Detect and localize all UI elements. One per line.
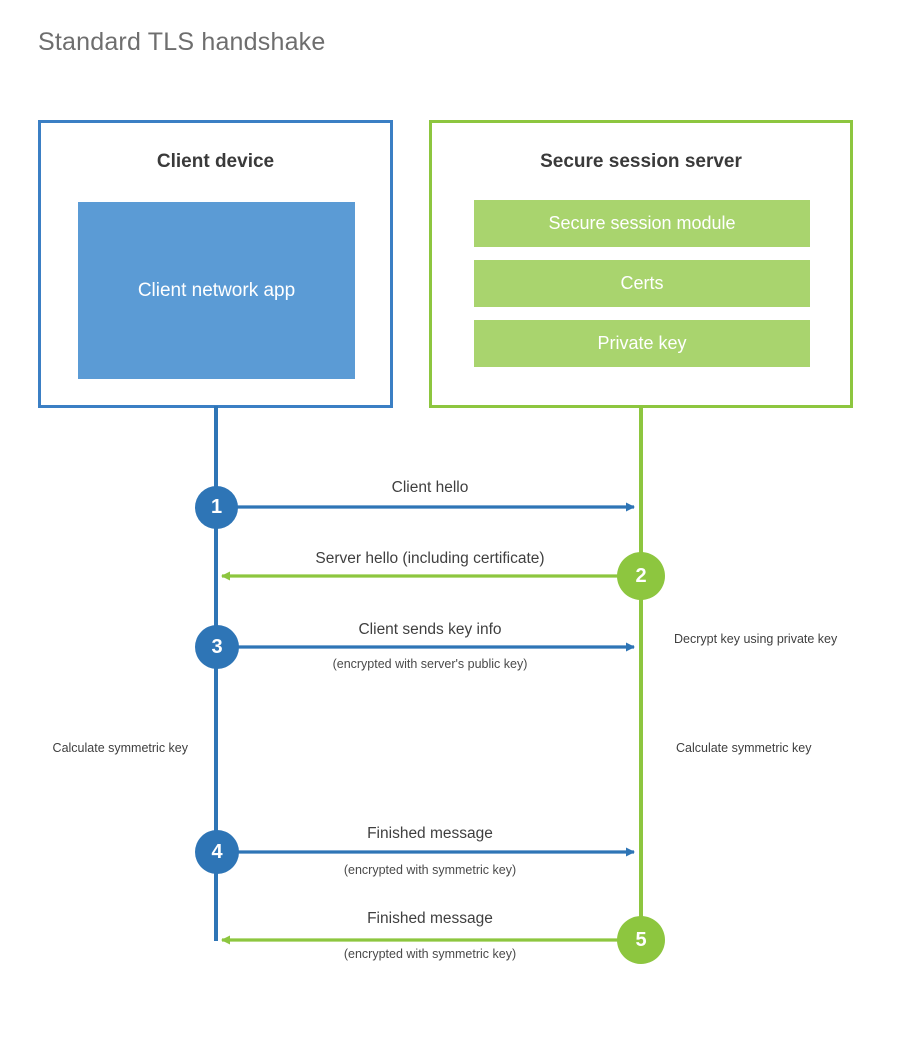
client-network-app-block: Client network app	[78, 202, 355, 379]
step-marker-3[interactable]: 3	[195, 625, 239, 669]
message-sublabel-step-3: (encrypted with server's public key)	[332, 657, 528, 671]
step-marker-2[interactable]: 2	[617, 552, 665, 600]
server-components-list: Secure session module Certs Private key	[474, 200, 810, 367]
client-device-title: Client device	[156, 151, 275, 172]
step-marker-4[interactable]: 4	[195, 830, 239, 874]
page-title: Standard TLS handshake	[38, 28, 326, 56]
step-marker-1[interactable]: 1	[195, 486, 238, 529]
server-component-private-key: Private key	[474, 320, 810, 367]
message-label-step-4: Finished message	[367, 825, 493, 842]
server-component-certs: Certs	[474, 260, 810, 307]
client-lifeline	[214, 406, 218, 941]
message-label-step-2: Server hello (including certificate)	[315, 550, 545, 567]
server-lifeline	[639, 406, 643, 941]
message-sublabel-step-5: (encrypted with symmetric key)	[343, 947, 517, 961]
message-label-step-5: Finished message	[367, 910, 493, 927]
secure-session-server-box: Secure session server Secure session mod…	[429, 120, 853, 408]
message-label-step-1: Client hello	[391, 479, 469, 496]
client-device-box: Client device Client network app	[38, 120, 393, 408]
annotation-decrypt-key: Decrypt key using private key	[674, 632, 838, 646]
secure-session-server-title: Secure session server	[540, 151, 742, 172]
message-sublabel-step-4: (encrypted with symmetric key)	[343, 863, 517, 877]
annotation-calculate-symmetric-key-client: Calculate symmetric key	[52, 741, 188, 755]
annotation-calculate-symmetric-key-server: Calculate symmetric key	[676, 741, 812, 755]
server-component-secure-session-module: Secure session module	[474, 200, 810, 247]
step-marker-5[interactable]: 5	[617, 916, 665, 964]
message-label-step-3: Client sends key info	[358, 621, 502, 638]
